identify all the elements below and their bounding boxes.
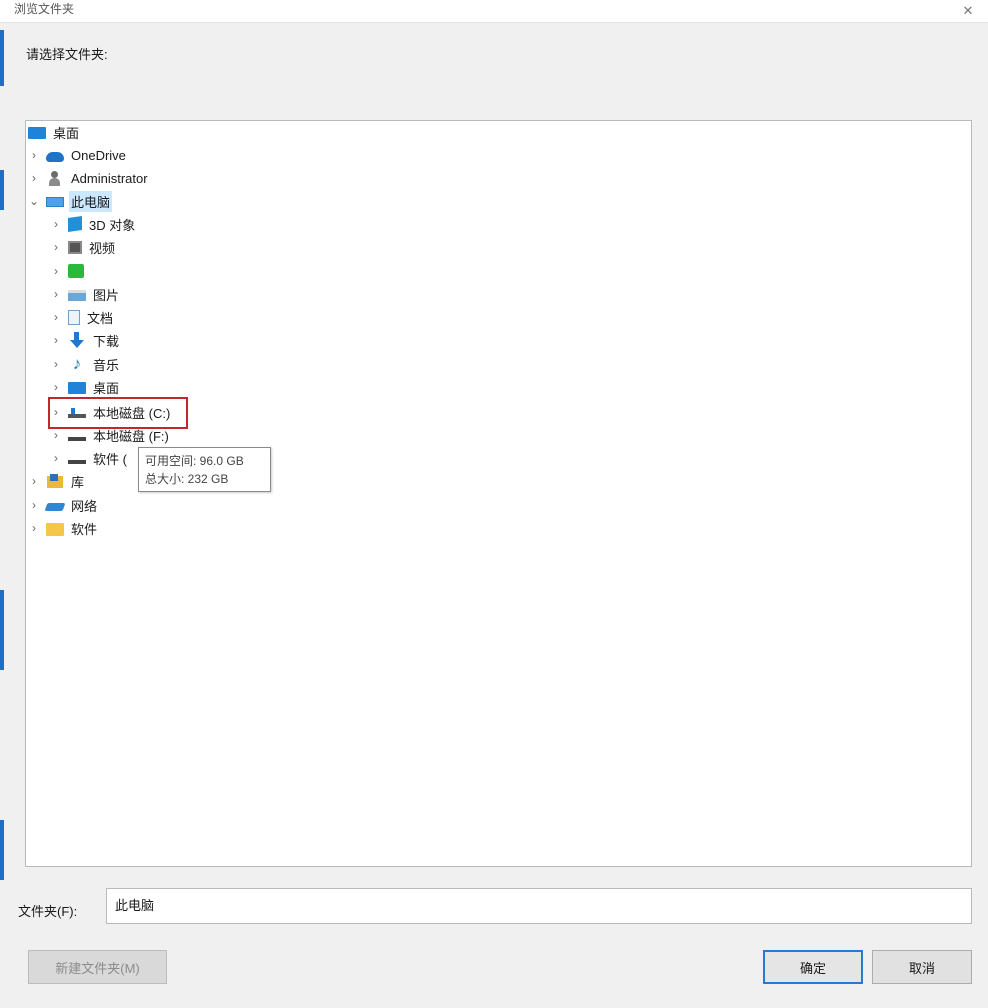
tree-item-label: 本地磁盘 (C:)	[93, 405, 171, 421]
tree-item-label: 本地磁盘 (F:)	[93, 428, 169, 444]
chevron-right-icon[interactable]: ›	[54, 264, 58, 278]
chevron-right-icon[interactable]: ›	[54, 380, 58, 394]
tree-item-label: 桌面	[53, 125, 80, 141]
tree-item-label: 软件	[71, 521, 98, 537]
tree-item-videos[interactable]: › 视频	[48, 236, 117, 258]
tree-item-label: 桌面	[93, 380, 120, 396]
tree-item-administrator[interactable]: › Administrator	[26, 167, 150, 189]
chevron-right-icon[interactable]: ›	[32, 498, 36, 512]
video-icon	[68, 240, 82, 254]
tree-item-software-folder[interactable]: › 软件	[26, 517, 99, 539]
cancel-button[interactable]: 取消	[872, 950, 972, 984]
chevron-right-icon[interactable]: ›	[54, 333, 58, 347]
window-edge-accent	[0, 820, 4, 880]
library-icon	[46, 473, 64, 489]
chevron-right-icon[interactable]: ›	[54, 310, 58, 324]
prompt-text: 请选择文件夹:	[26, 47, 108, 62]
chevron-right-icon[interactable]: ›	[54, 287, 58, 301]
annotation-highlight-box	[48, 397, 188, 429]
system-drive-icon	[68, 406, 86, 418]
tree-item-label: 下载	[93, 333, 120, 349]
pictures-icon	[68, 289, 86, 301]
folder-icon	[46, 522, 64, 536]
tree-item-label: 网络	[71, 498, 98, 514]
chevron-right-icon[interactable]: ›	[54, 357, 58, 371]
tree-item-desktop-root[interactable]: 桌面	[26, 121, 81, 143]
tree-item-label: 文档	[87, 310, 114, 326]
chevron-right-icon[interactable]: ›	[32, 171, 36, 185]
tree-item-label: OneDrive	[71, 147, 126, 163]
tree-item-label: 视频	[89, 240, 116, 256]
chevron-right-icon[interactable]: ›	[54, 405, 58, 419]
tree-item-documents[interactable]: › 文档	[48, 306, 115, 328]
chevron-right-icon[interactable]: ›	[54, 240, 58, 254]
folder-path-input[interactable]: 此电脑	[106, 888, 972, 924]
tree-item-libraries[interactable]: › 库	[26, 470, 86, 492]
window-edge-accent	[0, 590, 4, 670]
network-icon	[44, 503, 66, 511]
title-bar: 浏览文件夹 ✕	[0, 0, 988, 23]
tree-item-drive-f[interactable]: › 本地磁盘 (F:)	[48, 424, 171, 446]
tree-item-label: 音乐	[93, 357, 120, 373]
tree-item-label: 3D 对象	[89, 217, 136, 233]
document-icon	[68, 309, 80, 325]
close-icon: ✕	[962, 3, 974, 18]
tree-item-label: 此电脑	[69, 190, 113, 212]
tree-item-label: 库	[71, 474, 85, 490]
chevron-right-icon[interactable]: ›	[54, 428, 58, 442]
tree-item-pictures[interactable]: › 图片	[48, 283, 121, 305]
window-title: 浏览文件夹	[14, 2, 75, 16]
drive-tooltip: 可用空间: 96.0 GB 总大小: 232 GB	[138, 447, 271, 492]
chevron-right-icon[interactable]: ›	[54, 451, 58, 465]
ok-button[interactable]: 确定	[763, 950, 863, 984]
desktop-icon	[28, 127, 46, 139]
window-edge-accent	[0, 170, 4, 210]
folder-tree[interactable]: 桌面 › OneDrive › Administrator ⌄ 此电脑 › 3D…	[25, 120, 972, 867]
tooltip-total-size: 总大小: 232 GB	[145, 472, 229, 486]
computer-icon	[46, 196, 64, 207]
tooltip-free-space: 可用空间: 96.0 GB	[145, 454, 244, 468]
tree-item-label: 图片	[93, 287, 120, 303]
tree-item-3d-objects[interactable]: › 3D 对象	[48, 213, 137, 235]
tree-item-label: 软件 (	[93, 451, 127, 467]
download-arrow-icon	[68, 332, 86, 348]
tree-item-network[interactable]: › 网络	[26, 494, 99, 516]
tree-item-software-drive[interactable]: › 软件 (	[48, 447, 129, 469]
tree-item-drive-c[interactable]: › 本地磁盘 (C:)	[48, 401, 172, 423]
cloud-icon	[46, 151, 64, 162]
tree-item-label	[89, 270, 93, 272]
tree-item-onedrive[interactable]: › OneDrive	[26, 144, 128, 166]
close-button[interactable]: ✕	[948, 0, 988, 22]
new-folder-button[interactable]: 新建文件夹(M)	[28, 950, 167, 984]
tree-item-unlabeled[interactable]: ›	[48, 260, 93, 282]
cube-icon	[68, 216, 82, 232]
tree-item-desktop[interactable]: › 桌面	[48, 376, 121, 398]
chevron-down-icon[interactable]: ⌄	[28, 194, 40, 208]
window-edge-accent	[0, 30, 4, 86]
desktop-icon	[68, 382, 86, 394]
chevron-right-icon[interactable]: ›	[32, 474, 36, 488]
drive-icon	[68, 453, 86, 464]
tree-item-this-pc[interactable]: ⌄ 此电脑	[26, 190, 113, 212]
tree-item-downloads[interactable]: › 下载	[48, 329, 121, 351]
music-note-icon: ♪	[72, 354, 82, 373]
tree-item-label: Administrator	[71, 170, 148, 186]
folder-field-label: 文件夹(F):	[18, 904, 78, 919]
drive-icon	[68, 430, 86, 441]
chevron-right-icon[interactable]: ›	[32, 521, 36, 535]
app-folder-icon	[68, 264, 84, 278]
user-icon	[46, 170, 64, 186]
tree-item-music[interactable]: › ♪ 音乐	[48, 353, 121, 375]
chevron-right-icon[interactable]: ›	[32, 148, 36, 162]
chevron-right-icon[interactable]: ›	[54, 217, 58, 231]
